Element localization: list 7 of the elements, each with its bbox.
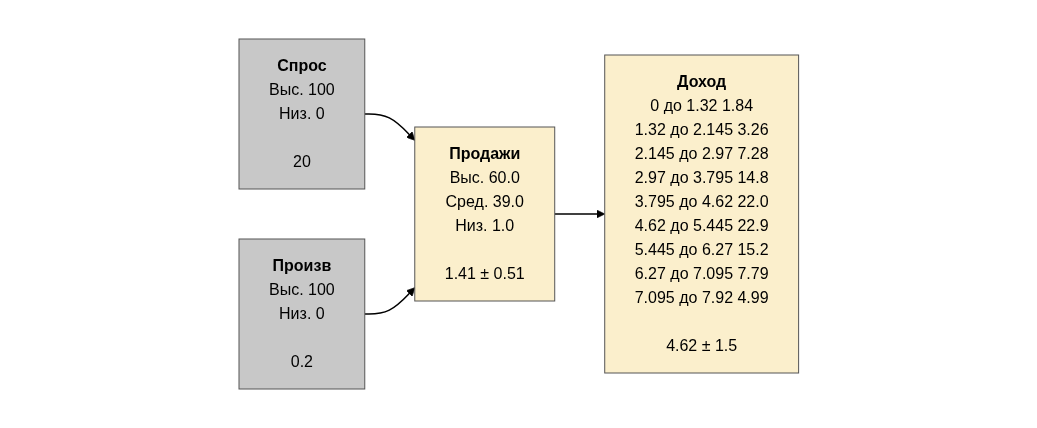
node-box: Произв Выс. 100 Низ. 0 0.2: [238, 238, 365, 390]
node-box: Доход 0 до 1.32 1.84 1.32 до 2.145 3.26 2.145 до 2.97 7.28 2.97 до 3.795 14.8 3.795 до 4.62 22.0 4.62 до 5.445 22.9 5.445 до 6.27 15.2 6.27 до 7.095 7.79 7.095 до 7.92 4.99 4.62 ± 1.5: [603, 54, 799, 374]
node-box: Продажи Выс. 60.0 Сред. 39.0 Низ. 1.0 1.41 ± 0.51: [413, 126, 555, 302]
arrow: [363, 287, 415, 315]
arrow: [553, 209, 605, 219]
node-box: Спрос Выс. 100 Низ. 0 20: [238, 38, 365, 190]
arrow: [363, 113, 415, 141]
